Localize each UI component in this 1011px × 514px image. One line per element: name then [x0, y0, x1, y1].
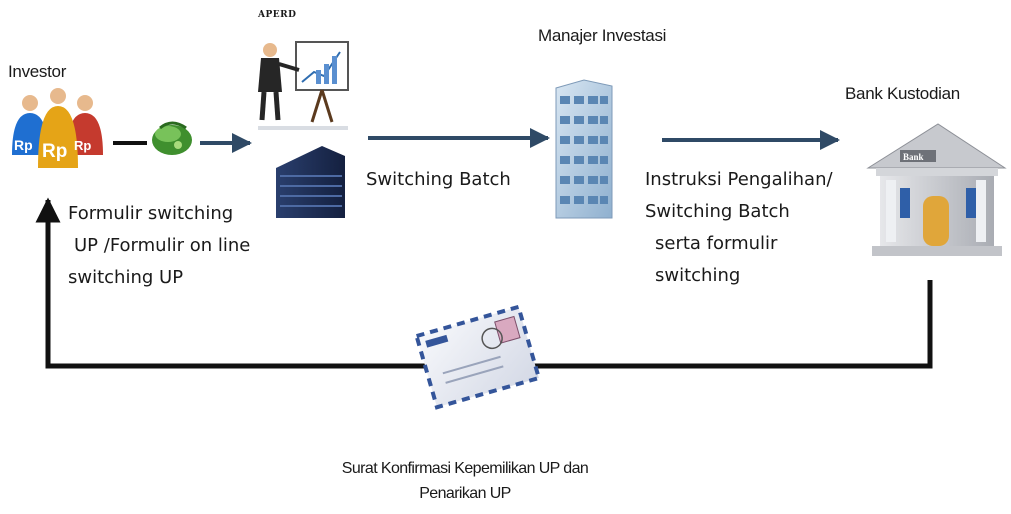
- investor-label: Investor: [8, 62, 67, 81]
- flow-label-line: Formulir switching: [68, 203, 234, 224]
- flow-label-line: Surat Konfirmasi Kepemilikan UP dan: [341, 460, 589, 477]
- flow-label-line: UP /Formulir on line: [74, 235, 251, 256]
- skyscraper-icon: [555, 79, 613, 219]
- flow-label-line: switching: [655, 265, 741, 286]
- flow-label-line: serta formulir: [655, 233, 778, 254]
- svg-text:Bank: Bank: [903, 152, 924, 162]
- svg-text:Rp: Rp: [14, 137, 33, 153]
- flow-label-mi-to-bank: Instruksi Pengalihan/ Switching Batch se…: [645, 164, 833, 292]
- bank-icon: Bank: [866, 123, 1007, 256]
- flow-label-line: switching UP: [68, 267, 184, 288]
- investor-group-rp-icon: Rp Rp Rp: [12, 88, 103, 168]
- money-bag-icon: [152, 121, 192, 155]
- svg-text:Rp: Rp: [42, 141, 67, 162]
- manajer-investasi-label: Manajer Investasi: [538, 26, 667, 45]
- office-building-icon: [276, 146, 345, 218]
- presenter-chart-icon: [258, 41, 349, 130]
- flow-label-bank-to-investor: Surat Konfirmasi Kepemilikan UP dan Pena…: [300, 456, 630, 506]
- flow-label-aperd-to-mi: Switching Batch: [366, 169, 511, 190]
- svg-text:Rp: Rp: [74, 138, 91, 153]
- flow-label-line: Penarikan UP: [419, 485, 511, 502]
- bank-kustodian-label: Bank Kustodian: [845, 84, 960, 103]
- envelope-icon: [414, 304, 542, 410]
- flow-label-line: Switching Batch: [645, 201, 790, 222]
- aperd-label: APERD: [258, 10, 297, 20]
- flow-label-investor-to-aperd: Formulir switching UP /Formulir on line …: [68, 198, 250, 294]
- flow-label-line: Instruksi Pengalihan/: [645, 169, 833, 190]
